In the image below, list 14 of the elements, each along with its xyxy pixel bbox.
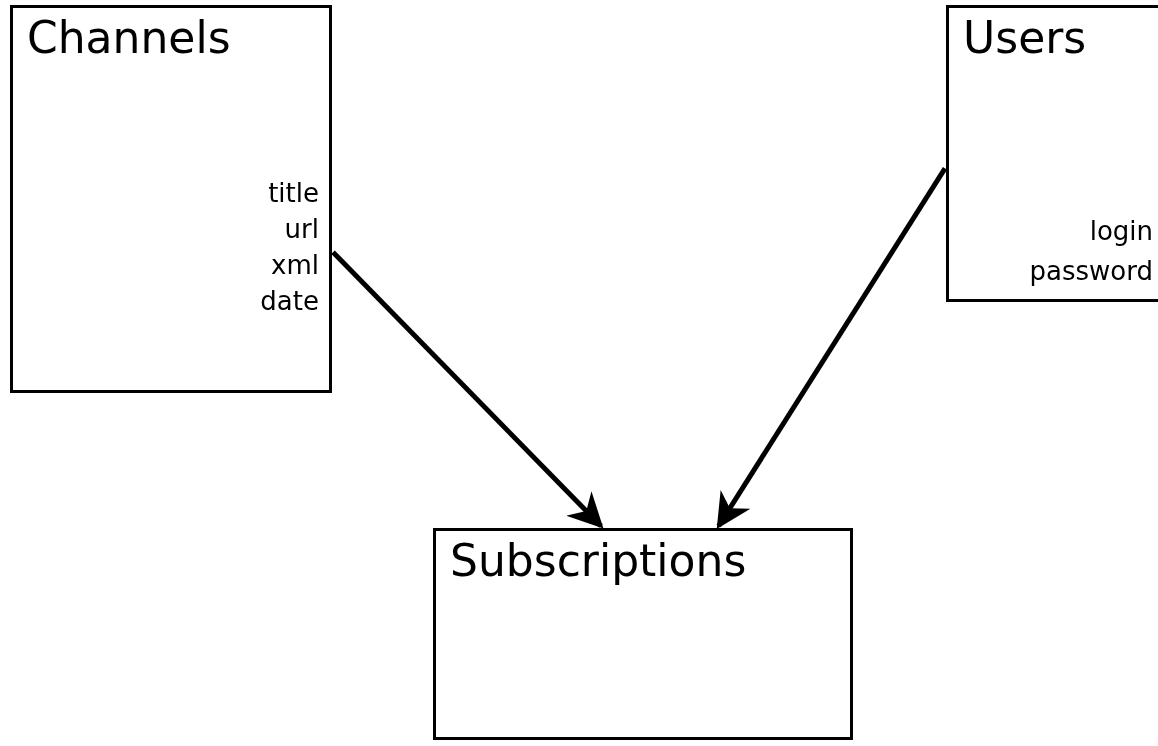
arrow [331,250,604,529]
entity-box [433,528,853,740]
field-name: title [268,178,319,208]
arrow [716,167,948,529]
entity-box [946,5,1158,302]
field-name: login [1089,216,1153,246]
field-name: password [1029,256,1153,286]
entity-title: Subscriptions [450,535,747,586]
field-name: url [284,214,319,244]
entity-title: Channels [27,12,231,63]
entity-box [10,5,332,393]
field-name: xml [271,250,319,280]
entity-title: Users [963,12,1087,63]
field-name: date [260,286,319,316]
